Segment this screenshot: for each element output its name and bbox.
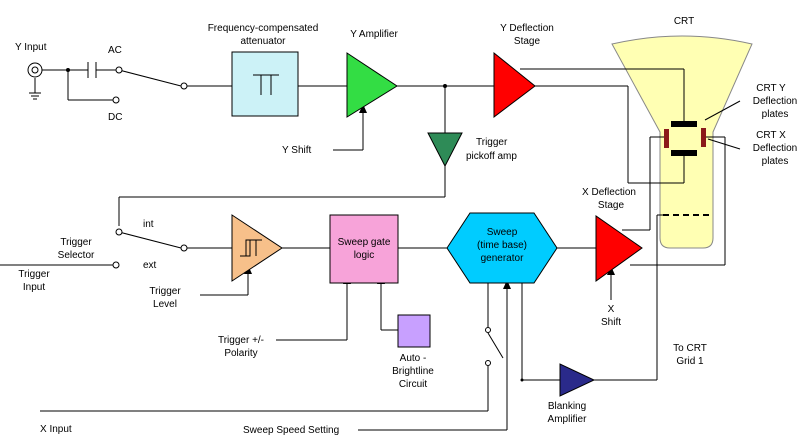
junction-dots	[66, 68, 524, 382]
wires	[0, 68, 726, 431]
label-crt-x-2: Deflection	[753, 143, 797, 154]
label-sweep-generator-3: generator	[481, 253, 524, 264]
label-trigger-polarity: Trigger +/-	[218, 335, 264, 346]
label-y-amplifier: Y Amplifier	[350, 29, 398, 40]
label-x-input: X Input	[40, 424, 72, 435]
label-crt: CRT	[674, 16, 694, 27]
crt-x-leader	[707, 138, 741, 150]
label-y-input: Y Input	[15, 42, 47, 53]
label-trigger-pickoff: Trigger	[476, 137, 508, 148]
label-trigger-input: Trigger	[18, 269, 50, 280]
x-deflection-stage	[595, 215, 643, 282]
label-x-deflection: X Deflection	[582, 187, 636, 198]
label-blanking-amplifier: Blanking	[548, 401, 586, 412]
labels: Y Input AC DC Frequency-compensated atte…	[15, 16, 797, 436]
coupling-capacitor	[87, 62, 97, 78]
attenuator-symbol-icon	[253, 74, 279, 95]
y-amplifier	[346, 52, 398, 118]
trigger-pickoff-amp	[427, 132, 463, 168]
crt-y-leader	[704, 100, 741, 121]
auto-brightline-circuit	[397, 314, 431, 348]
switch-contacts	[112, 66, 491, 366]
y-deflection-stage	[493, 51, 536, 119]
label-attenuator-2: attenuator	[240, 36, 286, 47]
label-to-crt-2: Grid 1	[676, 356, 704, 367]
label-attenuator: Frequency-compensated	[208, 23, 319, 34]
label-to-crt: To CRT	[673, 343, 707, 354]
label-trigger-selector: Trigger	[60, 237, 92, 248]
blanking-amplifier	[559, 363, 596, 397]
crt-y-plate-top	[671, 121, 697, 127]
crt-x-plate-left	[664, 129, 669, 148]
label-x-deflection-2: Stage	[598, 200, 625, 211]
label-trigger-input-2: Input	[23, 282, 45, 293]
y-input-connector-icon	[27, 62, 43, 78]
label-crt-y-3: plates	[762, 109, 789, 120]
crt-tube	[611, 35, 753, 249]
label-trigger-selector-2: Selector	[58, 250, 95, 261]
label-crt-x: CRT X	[756, 130, 786, 141]
label-ext: ext	[143, 260, 157, 271]
label-sweep-generator-2: (time base)	[477, 240, 527, 251]
label-crt-y: CRT Y	[756, 83, 786, 94]
label-sweep-generator: Sweep	[487, 227, 518, 238]
label-crt-y-2: Deflection	[753, 96, 797, 107]
label-y-deflection: Y Deflection	[500, 23, 554, 34]
label-auto-brightline-2: Brightline	[392, 366, 434, 377]
crt-y-plate-bottom	[671, 150, 697, 156]
label-int: int	[143, 219, 154, 230]
label-sweep-speed: Sweep Speed Setting	[243, 425, 339, 436]
label-x-shift-2: Shift	[601, 317, 621, 328]
label-trigger-polarity-2: Polarity	[224, 348, 257, 359]
crt-x-plate-right	[701, 128, 706, 147]
label-x-shift: X	[608, 304, 615, 315]
label-dc: DC	[108, 112, 122, 123]
label-ac: AC	[108, 45, 122, 56]
sweep-generator	[446, 212, 558, 284]
schmitt-trigger-icon	[240, 239, 262, 257]
label-trigger-pickoff-2: pickoff amp	[466, 151, 517, 162]
label-trigger-level-2: Level	[153, 299, 177, 310]
label-crt-x-3: plates	[762, 156, 789, 167]
attenuator-block	[231, 51, 299, 117]
label-trigger-level: Trigger	[149, 286, 181, 297]
label-y-shift: Y Shift	[282, 145, 311, 156]
label-sweep-gate-2: logic	[354, 250, 375, 261]
label-blanking-amplifier-2: Amplifier	[548, 414, 588, 425]
label-sweep-gate: Sweep gate	[338, 237, 391, 248]
label-y-deflection-2: Stage	[514, 36, 541, 47]
label-auto-brightline: Auto -	[400, 353, 427, 364]
sweep-gate-logic	[329, 214, 399, 284]
label-auto-brightline-3: Circuit	[399, 379, 428, 390]
trigger-level-amp	[231, 214, 283, 282]
